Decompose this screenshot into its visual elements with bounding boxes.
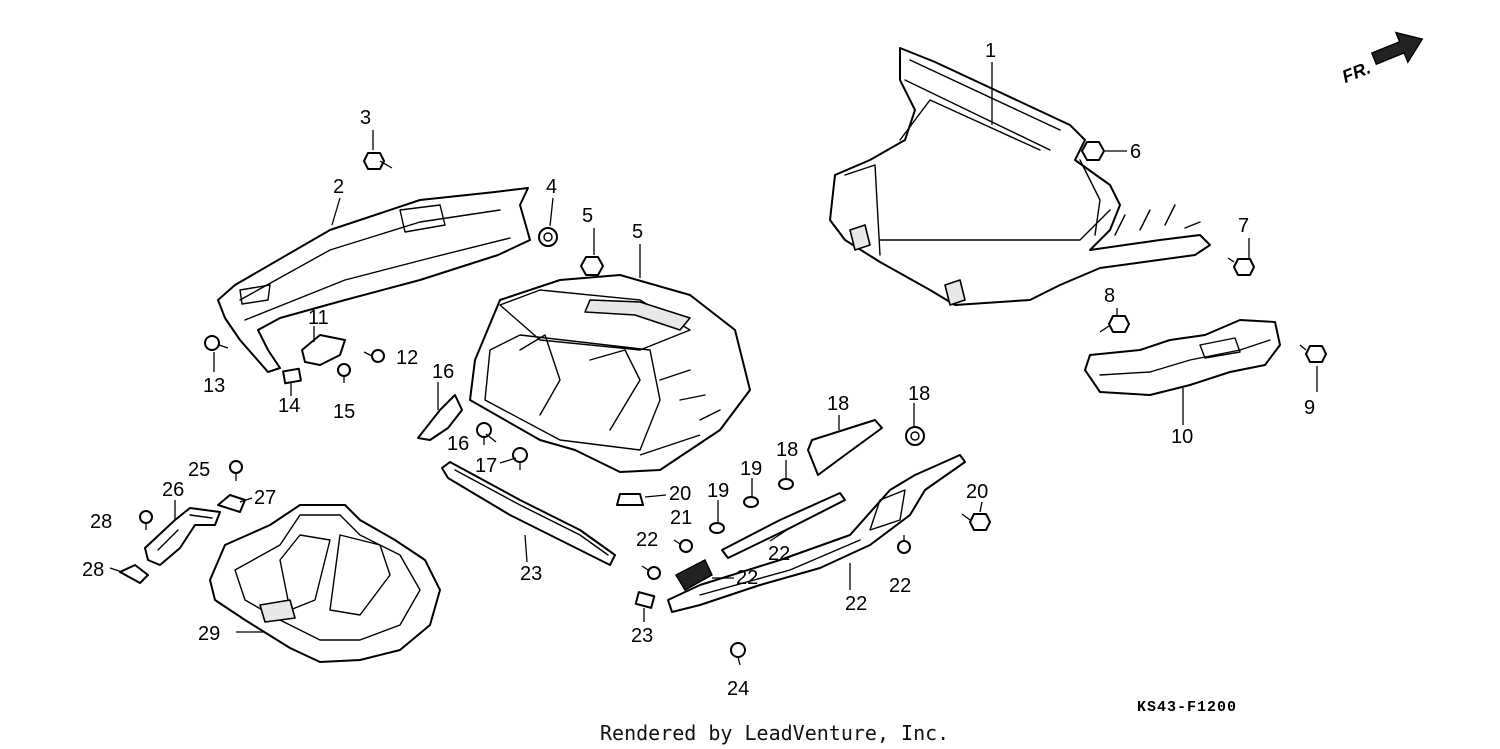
- screw-16-bottom: [730, 642, 746, 666]
- part-11-clip: [217, 494, 246, 513]
- callout-11: 27: [254, 487, 276, 509]
- callout-18: 18: [776, 439, 798, 461]
- callout-10: 22: [768, 543, 790, 565]
- screw-22-b: [337, 363, 351, 383]
- callout-26: 6: [1130, 141, 1141, 163]
- part-6-side-cover: [667, 454, 966, 613]
- callout-20: 3: [360, 107, 371, 129]
- callout-17: 16: [447, 433, 469, 455]
- callouts: 1 2 3 4 5 5 6 7 8 9 10 11 12 13 14 15 16…: [82, 40, 1315, 700]
- screw-16-left: [204, 335, 229, 351]
- callout-7: 2: [333, 176, 344, 198]
- front-label: FR.: [1339, 58, 1373, 87]
- part-1-reflector: [675, 559, 713, 591]
- callout-5: 18: [908, 383, 930, 405]
- part-4-bracket: [417, 394, 463, 441]
- callout-28: 9: [1304, 397, 1315, 419]
- nut-25: [580, 256, 604, 276]
- nut-24: [616, 493, 644, 506]
- part-2-clip: [301, 334, 346, 366]
- callout-28: 8: [1104, 285, 1115, 307]
- nut-26: [1081, 141, 1105, 161]
- bolt-28-top: [1099, 315, 1130, 333]
- callout-23: 28: [90, 511, 112, 533]
- washer-18-c: [778, 478, 794, 490]
- callout-2: 11: [308, 307, 329, 329]
- callout-22: 12: [396, 347, 418, 369]
- bolt-29: [1227, 257, 1255, 276]
- screw-22-d: [641, 565, 661, 580]
- callout-24: 20: [669, 483, 691, 505]
- screw-22-c: [673, 539, 693, 553]
- callout-19: 14: [278, 395, 300, 417]
- grommet-5-right: [905, 426, 925, 446]
- callout-21: 17: [475, 455, 497, 477]
- callout-18: 19: [740, 458, 762, 480]
- credit-line: Rendered by LeadVenture, Inc.: [600, 721, 949, 745]
- callout-13: 10: [1171, 426, 1193, 448]
- callout-27: 26: [162, 479, 184, 501]
- callout-23: 25: [188, 459, 210, 481]
- grommet-5-left: [538, 227, 558, 247]
- bolt-28-right: [1299, 344, 1327, 363]
- callout-14: 29: [198, 623, 220, 645]
- bolt-20-top: [363, 152, 393, 170]
- front-direction-marker: FR.: [1339, 31, 1424, 87]
- callout-22: 22: [636, 529, 658, 551]
- fasteners: [139, 141, 1327, 666]
- callout-22: 22: [889, 575, 911, 597]
- callout-9: 5: [632, 221, 643, 243]
- screw-23-top: [229, 460, 243, 481]
- part-27-strap: [144, 507, 221, 566]
- part-15-plate: [807, 419, 883, 476]
- callout-22: 15: [333, 401, 355, 423]
- screw-23-left: [139, 510, 153, 530]
- part-13-bracket: [1084, 319, 1281, 396]
- part-19-clip-right: [634, 591, 656, 609]
- callout-25: 5: [582, 205, 593, 227]
- callout-6: 22: [845, 593, 867, 615]
- callout-12: 28: [82, 559, 104, 581]
- callout-16: 24: [727, 678, 749, 700]
- front-arrow-icon: [1370, 31, 1424, 66]
- callout-29: 7: [1238, 215, 1249, 237]
- part-10-strip: [721, 492, 846, 559]
- part-7-side-cover: [217, 187, 531, 373]
- bolt-20-right: [961, 513, 991, 531]
- part-12-clip: [119, 564, 149, 584]
- callout-15: 18: [827, 393, 849, 415]
- callout-8: 23: [520, 563, 542, 585]
- screw-22-e: [897, 535, 911, 554]
- part-3-frame: [829, 47, 1211, 306]
- washer-18-a: [709, 522, 725, 534]
- diagram-code: KS43-F1200: [1137, 699, 1237, 716]
- callout-18: 19: [707, 480, 729, 502]
- part-9-luggage-box: [469, 274, 751, 473]
- callout-20: 20: [966, 481, 988, 503]
- leader-lines: [109, 62, 1318, 633]
- callout-22: 21: [670, 507, 692, 529]
- part-8-strip: [441, 461, 616, 566]
- callout-1: 22: [736, 567, 758, 589]
- callout-16: 13: [203, 375, 225, 397]
- callout-5: 4: [546, 176, 557, 198]
- screw-17: [476, 422, 492, 445]
- callout-3: 1: [985, 40, 996, 62]
- part-19-clip-left: [282, 367, 302, 385]
- part-14-tray: [209, 504, 441, 663]
- callout-19: 23: [631, 625, 653, 647]
- screw-22-a: [363, 349, 385, 363]
- screw-21: [512, 447, 528, 470]
- callout-4: 16: [432, 361, 454, 383]
- washer-18-b: [743, 496, 759, 508]
